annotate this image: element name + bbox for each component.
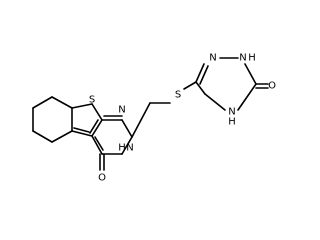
molecule-structure-diagram: O N H N S S N N H N H O xyxy=(32,53,276,184)
atom-h-triazole-nh: H xyxy=(248,53,256,64)
bond xyxy=(94,136,104,151)
bond xyxy=(183,81,197,90)
bond-lines xyxy=(32,57,269,171)
atom-labels: O N H N S S N N H N H O xyxy=(89,53,276,184)
atom-n-pyrimidine: N xyxy=(118,105,125,116)
bond xyxy=(32,130,53,143)
bond xyxy=(244,63,257,85)
atom-o-triazolone: O xyxy=(268,81,276,92)
atom-n-triazole-bottom: N xyxy=(228,107,235,118)
atom-h-lactam: H xyxy=(118,143,126,154)
bond xyxy=(73,127,90,133)
atom-n-lactam: N xyxy=(126,143,133,154)
atom-n-triazole-nh: N xyxy=(239,53,246,64)
bond xyxy=(91,103,103,121)
bond xyxy=(32,96,53,109)
bond xyxy=(195,81,206,95)
bond xyxy=(121,119,133,138)
atom-s-linker: S xyxy=(175,90,181,101)
bond xyxy=(91,135,103,155)
atom-o-lactam: O xyxy=(98,173,106,184)
bond xyxy=(89,119,99,134)
bond xyxy=(204,93,226,111)
bond xyxy=(199,65,209,85)
bond xyxy=(237,83,257,111)
bond xyxy=(71,103,93,109)
bond xyxy=(51,96,73,109)
bond xyxy=(131,102,151,138)
bond xyxy=(195,63,205,83)
bond xyxy=(71,130,93,137)
atom-h-triazole-bottom: H xyxy=(228,117,236,128)
atom-s-thiophene: S xyxy=(89,95,95,106)
bond xyxy=(121,136,133,155)
atom-n-triazole-top: N xyxy=(209,53,216,64)
bond xyxy=(51,130,73,143)
bond xyxy=(91,119,103,137)
